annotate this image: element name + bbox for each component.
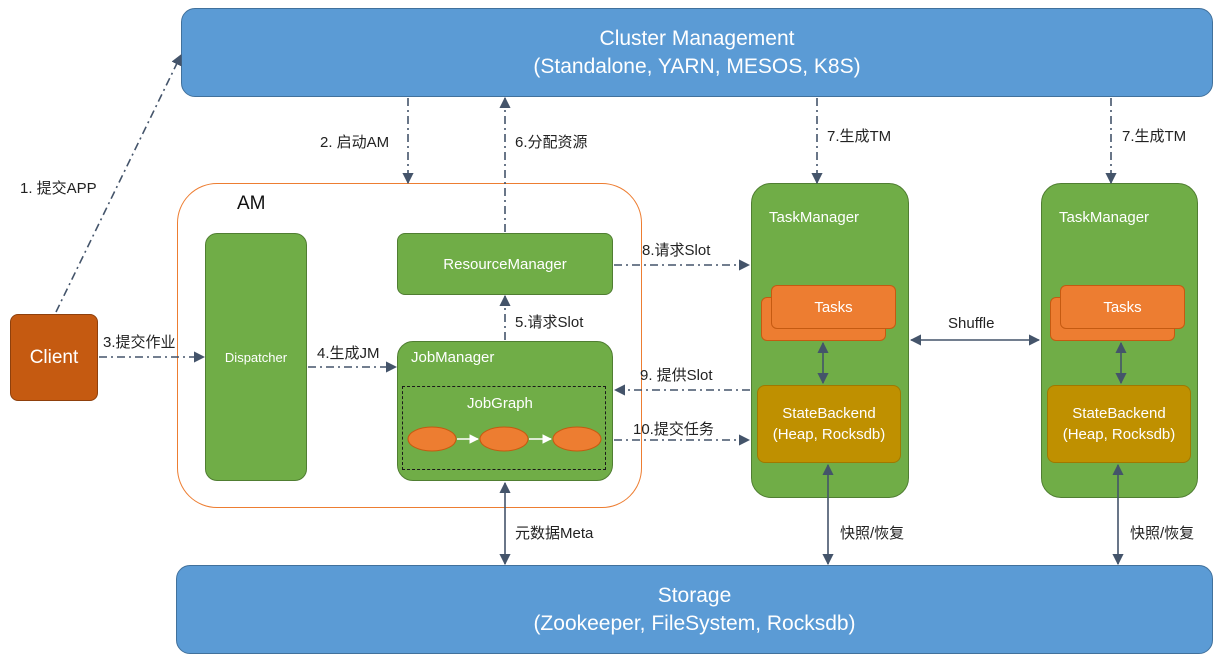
taskmanager-1-label: TaskManager xyxy=(769,209,860,226)
label-snapshot-2: 快照/恢复 xyxy=(1130,525,1195,542)
client-label: Client xyxy=(29,346,79,368)
label-submit-job: 3.提交作业 xyxy=(103,334,176,351)
cluster-management-subtitle: (Standalone, YARN, MESOS, K8S) xyxy=(533,54,861,78)
taskmanager-2-statebackend-label: StateBackend xyxy=(1072,405,1166,422)
taskmanager-1-statebackend-label: StateBackend xyxy=(782,405,876,422)
storage-title: Storage xyxy=(657,583,732,607)
label-snapshot-1: 快照/恢复 xyxy=(840,525,905,542)
dispatcher-box: Dispatcher xyxy=(205,233,307,481)
label-start-am: 2. 启动AM xyxy=(320,134,390,151)
taskmanager-2-statebackend: StateBackend (Heap, Rocksdb) xyxy=(1047,385,1191,463)
label-allocate-resources: 6.分配资源 xyxy=(515,134,588,151)
label-shuffle: Shuffle xyxy=(948,315,995,332)
client-box: Client xyxy=(10,314,98,401)
resource-manager-label: ResourceManager xyxy=(443,255,567,273)
resource-manager-box: ResourceManager xyxy=(397,233,613,295)
storage-subtitle: (Zookeeper, FileSystem, Rocksdb) xyxy=(533,611,856,635)
taskmanager-2-label: TaskManager xyxy=(1059,209,1150,226)
label-offer-slot: 9. 提供Slot xyxy=(640,367,713,384)
label-submit-app: 1. 提交APP xyxy=(20,180,97,197)
taskmanager-1-tasks-label: Tasks xyxy=(814,298,853,316)
am-title: AM xyxy=(237,193,266,214)
cluster-management-box: Cluster Management (Standalone, YARN, ME… xyxy=(181,8,1213,97)
taskmanager-2-tasks-label: Tasks xyxy=(1103,298,1142,316)
job-graph-frame xyxy=(402,386,606,470)
job-manager-box xyxy=(397,341,613,481)
label-create-jm: 4.生成JM xyxy=(317,345,380,362)
label-create-tm-1: 7.生成TM xyxy=(827,128,892,145)
taskmanager-1-statebackend: StateBackend (Heap, Rocksdb) xyxy=(757,385,901,463)
taskmanager-2-tasks: Tasks xyxy=(1060,285,1185,329)
job-manager-label: JobManager xyxy=(411,349,495,366)
label-create-tm-2: 7.生成TM xyxy=(1122,128,1187,145)
taskmanager-1-tasks: Tasks xyxy=(771,285,896,329)
label-request-slot-rm: 5.请求Slot xyxy=(515,314,584,331)
cluster-management-title: Cluster Management xyxy=(599,26,795,50)
label-meta: 元数据Meta xyxy=(515,525,594,542)
label-request-slot-tm: 8.请求Slot xyxy=(642,242,711,259)
job-graph-label: JobGraph xyxy=(467,395,533,412)
storage-box: Storage (Zookeeper, FileSystem, Rocksdb) xyxy=(176,565,1213,654)
dispatcher-label: Dispatcher xyxy=(224,349,288,365)
taskmanager-1-statebackend-sub: (Heap, Rocksdb) xyxy=(772,426,886,443)
taskmanager-2-statebackend-sub: (Heap, Rocksdb) xyxy=(1062,426,1176,443)
label-submit-task: 10.提交任务 xyxy=(633,421,714,438)
